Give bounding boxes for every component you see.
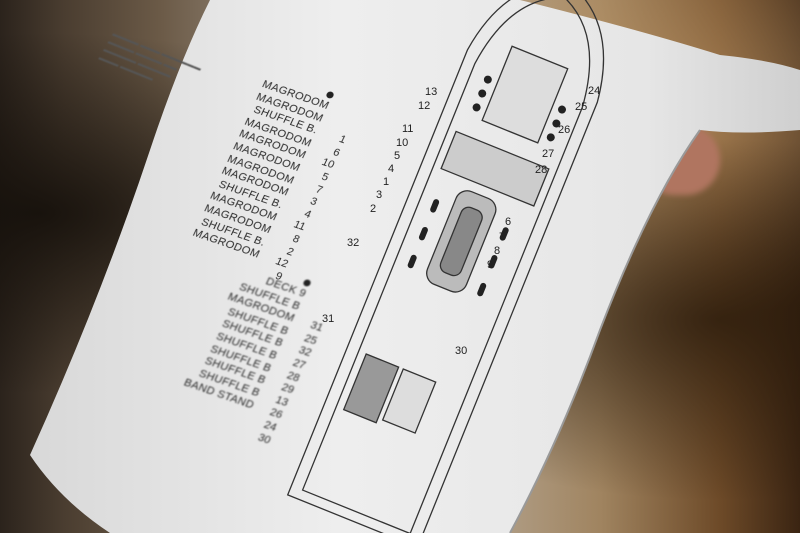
map-label: 32 <box>347 237 359 249</box>
map-label: 3 <box>376 189 382 201</box>
map-label: 31 <box>322 313 334 325</box>
map-label: 25 <box>575 101 587 113</box>
map-label: 27 <box>542 148 554 160</box>
deck-plan <box>286 0 605 533</box>
map-label: 9 <box>487 259 493 271</box>
map-label: 2 <box>370 203 376 215</box>
bullet-icon <box>302 278 312 288</box>
map-label: 13 <box>425 86 437 98</box>
bullet-icon <box>325 90 335 100</box>
map-label: 30 <box>455 345 467 357</box>
map-label: 1 <box>383 176 389 188</box>
map-label: 24 <box>588 85 600 97</box>
map-label: 4 <box>388 163 394 175</box>
map-label: 7 <box>499 231 505 243</box>
map-label: 6 <box>505 216 511 228</box>
map-label: 11 <box>402 123 413 135</box>
map-label: 10 <box>396 137 408 149</box>
deck-plan-numbers: 13 12 11 10 5 4 1 3 2 32 6 7 8 9 31 30 2… <box>322 85 600 357</box>
map-label: 5 <box>394 150 400 162</box>
map-label: 26 <box>558 124 570 136</box>
map-label: 28 <box>535 164 547 176</box>
map-label: 12 <box>418 100 430 112</box>
map-label: 8 <box>494 245 500 257</box>
